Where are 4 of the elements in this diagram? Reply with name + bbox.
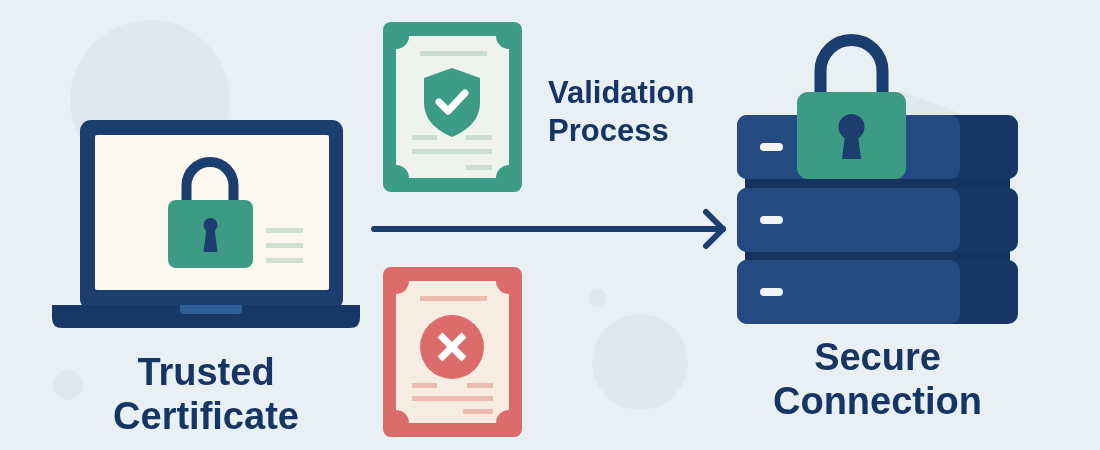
node-title: Secure Connection <box>772 335 983 423</box>
certificate-with-shield-illustration <box>383 22 522 192</box>
side-caption: Validation Process <box>548 74 696 150</box>
arrow <box>371 209 726 249</box>
